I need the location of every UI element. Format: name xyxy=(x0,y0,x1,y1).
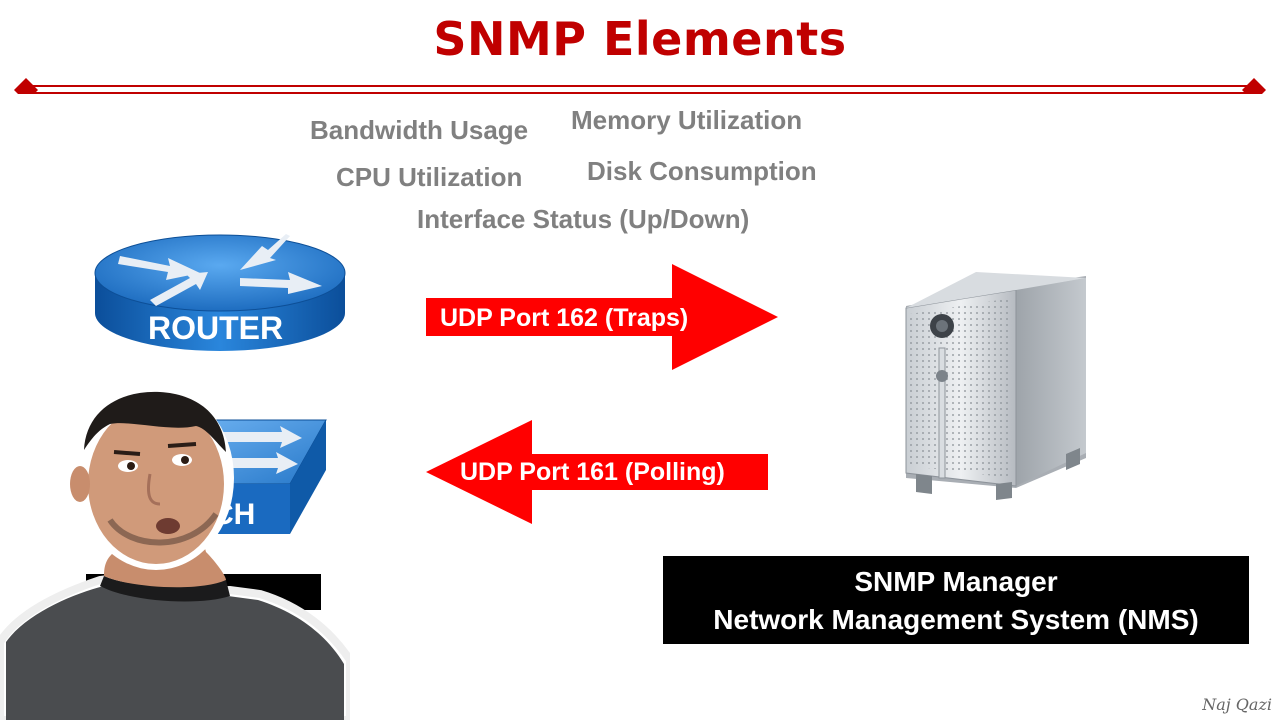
page-title: SNMP Elements xyxy=(433,12,847,66)
author-signature: Naj Qazi xyxy=(1202,695,1272,714)
nms-title: SNMP Manager xyxy=(854,566,1058,597)
nms-box: SNMP Manager Network Management System (… xyxy=(663,556,1249,644)
nms-subtitle: Network Management System (NMS) xyxy=(713,604,1199,635)
presenter-photo xyxy=(0,386,350,720)
metric-interface: Interface Status (Up/Down) xyxy=(417,204,750,234)
metric-disk: Disk Consumption xyxy=(587,156,817,186)
metric-cpu: CPU Utilization xyxy=(336,162,523,192)
traps-arrow xyxy=(426,264,778,370)
polling-label: UDP Port 161 (Polling) xyxy=(460,458,725,486)
server-icon xyxy=(905,272,1086,500)
polling-arrow xyxy=(426,420,768,524)
traps-label: UDP Port 162 (Traps) xyxy=(440,304,689,332)
router-label: ROUTER xyxy=(148,310,284,346)
metric-bandwidth: Bandwidth Usage xyxy=(310,115,529,145)
router-icon xyxy=(94,234,346,351)
right-diamond-icon xyxy=(1242,78,1266,94)
left-diamond-icon xyxy=(14,78,38,94)
title-divider xyxy=(14,78,1266,94)
metric-memory: Memory Utilization xyxy=(571,105,803,135)
